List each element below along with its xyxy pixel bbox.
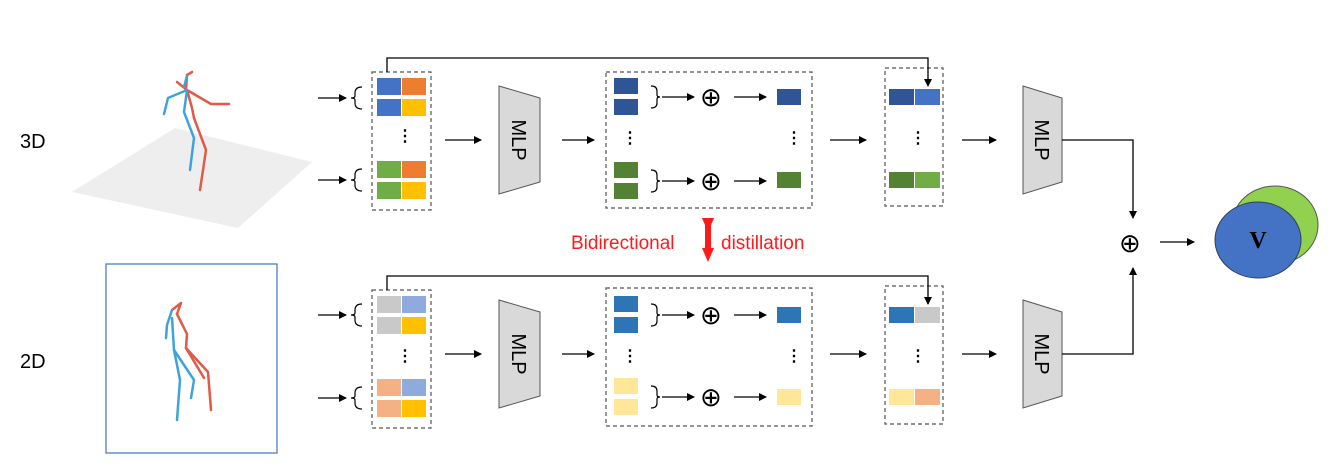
skeleton-2d-figure	[105, 263, 278, 454]
mlp-block-3d-1	[498, 85, 541, 195]
plus-icon: ⊕	[700, 167, 722, 197]
mlp-block-3d-2	[1022, 85, 1063, 195]
aggregation-box-2d	[605, 287, 813, 427]
mlp-block-2d-1	[498, 299, 541, 409]
ground-plane	[72, 128, 312, 228]
skip-connection-3d	[386, 57, 932, 87]
plus-icon: ⊕	[700, 383, 722, 413]
output-token-box-2d	[884, 285, 944, 425]
distillation-label-right: distillation	[721, 233, 804, 254]
token-grid-2d	[377, 296, 426, 417]
skeleton-3d-figure	[72, 70, 312, 228]
distillation-label-left: Bidirectional	[571, 233, 675, 254]
token-box-3d	[371, 71, 432, 211]
ellipsis: ⋮	[910, 348, 926, 365]
row-label-2d: 2D	[20, 351, 46, 373]
ellipsis: ⋮	[910, 130, 926, 147]
plus-icon: ⊕	[700, 301, 722, 331]
ellipsis: ⋮	[622, 348, 638, 365]
aggregation-box-3d	[605, 71, 813, 209]
ellipsis: ⋮	[397, 128, 413, 145]
fusion-plus-icon: ⊕	[1119, 229, 1141, 259]
row-label-3d: 3D	[20, 131, 46, 153]
mlp-label: MLP	[507, 333, 529, 374]
plus-icon: ⊕	[700, 83, 722, 113]
ellipsis: ⋮	[786, 348, 802, 365]
output-v-icon: V	[1214, 185, 1319, 279]
output-token-box-3d	[884, 67, 944, 207]
token-grid-3d	[377, 78, 426, 199]
ellipsis: ⋮	[397, 348, 413, 365]
mlp-label: MLP	[1030, 333, 1052, 374]
ellipsis: ⋮	[622, 130, 638, 147]
mlp-label: MLP	[507, 119, 529, 160]
token-box-2d	[371, 289, 432, 429]
ellipsis: ⋮	[786, 130, 802, 147]
skip-connection-2d	[386, 275, 932, 305]
mlp-label: MLP	[1030, 119, 1052, 160]
output-label: V	[1249, 228, 1267, 254]
mlp-block-2d-2	[1022, 299, 1063, 409]
